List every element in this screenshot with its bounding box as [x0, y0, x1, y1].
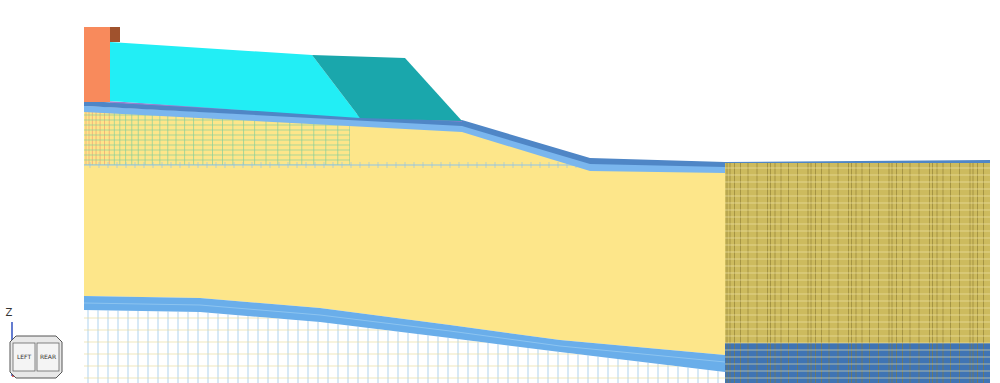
wall-cap [110, 27, 120, 42]
lower-layer [84, 296, 725, 372]
mesh-grid [725, 163, 990, 383]
wall [84, 27, 110, 102]
axis-label: Z [6, 308, 13, 318]
view-cube-face-label: LEFT [17, 354, 31, 360]
embankment-slope [312, 55, 462, 121]
mesh-grid [84, 300, 725, 383]
surface-layer-top [84, 101, 990, 167]
soil-body [84, 108, 725, 355]
view-cube-face-label: REAR [40, 354, 56, 360]
embankment [110, 42, 360, 118]
view-cube [10, 336, 62, 378]
